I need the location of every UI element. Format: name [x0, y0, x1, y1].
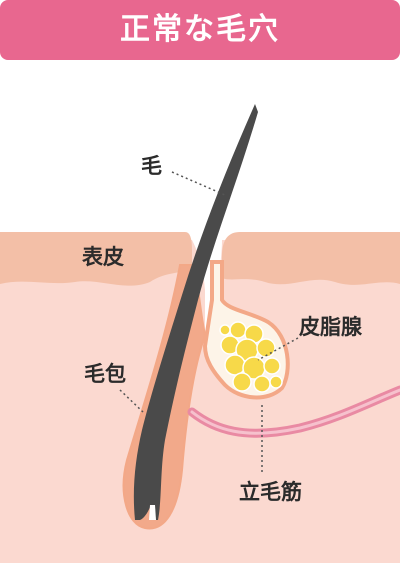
page-title: 正常な毛穴: [120, 12, 280, 47]
title-banner: [0, 0, 400, 60]
epidermis-layer: [0, 232, 192, 286]
label-sebaceous-gland: 皮脂腺: [299, 315, 362, 339]
label-hair: 毛: [141, 154, 162, 178]
sebum-cluster: [219, 321, 283, 393]
label-hair-follicle: 毛包: [84, 362, 126, 386]
hair-shaft: [133, 104, 258, 520]
hair-root-notch: [149, 505, 156, 520]
leader-lines: [119, 171, 299, 475]
arrector-pili-muscle-core: [190, 388, 400, 435]
epidermis-layer-right: [222, 232, 400, 285]
label-arrector-pili: 立毛筋: [239, 480, 302, 504]
label-epidermis: 表皮: [82, 245, 124, 269]
dermis: [0, 240, 400, 563]
